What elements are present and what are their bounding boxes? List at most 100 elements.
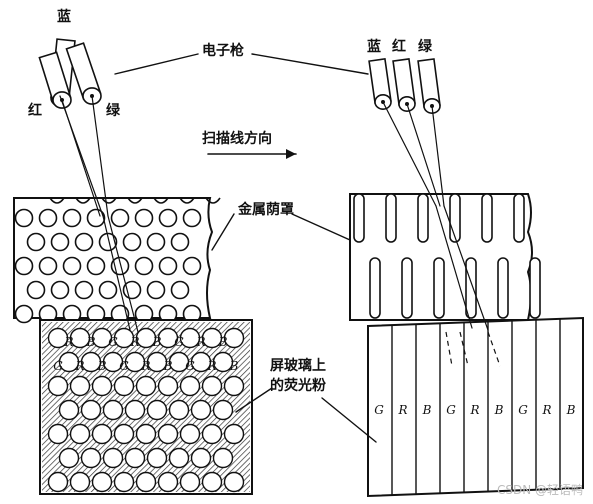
- phosphor-dot: [223, 471, 245, 493]
- phosphor-dot: [201, 471, 223, 493]
- mask-slot: [481, 193, 493, 243]
- leader-gun-right: [251, 53, 369, 75]
- beam-right-3: [431, 105, 445, 207]
- phosphor-dot: [58, 399, 80, 421]
- phosphor-dot: [80, 399, 102, 421]
- label-scan-direction: 扫描线方向: [202, 131, 272, 147]
- beam-right-5: [443, 205, 489, 331]
- phosphor-dot: [47, 375, 69, 397]
- dot-letter-G: G: [53, 359, 63, 373]
- phosphor-dot: [69, 471, 91, 493]
- phosphor-dot: [201, 375, 223, 397]
- leader-gun-left: [114, 53, 199, 75]
- label-green-left: 绿: [106, 103, 120, 119]
- label-blue-right: 蓝: [367, 39, 381, 55]
- mask-hole: [146, 280, 166, 300]
- mask-slot: [401, 257, 413, 319]
- mask-hole: [50, 232, 70, 252]
- dot-letter-R: R: [74, 359, 84, 373]
- mask-slot: [513, 193, 525, 243]
- mask-slot: [449, 193, 461, 243]
- mask-hole: [134, 256, 154, 276]
- phosphor-dot: [47, 423, 69, 445]
- leader-mask-right: [291, 213, 351, 241]
- mask-slot: [353, 193, 365, 243]
- label-phosphor-line2: 的荧光粉: [270, 378, 326, 394]
- mask-hole: [62, 208, 82, 228]
- phosphor-dot: [190, 351, 212, 373]
- phosphor-dot: [212, 351, 234, 373]
- mask-slot: [417, 193, 429, 243]
- phosphor-dot: [135, 423, 157, 445]
- mask-hole: [38, 208, 58, 228]
- phosphor-dot: [113, 375, 135, 397]
- mask-slot: [369, 257, 381, 319]
- phosphor-dot: [168, 351, 190, 373]
- phosphor-dot: [179, 375, 201, 397]
- shadow-mask-slots: [349, 193, 541, 321]
- phosphor-dot: [124, 399, 146, 421]
- mask-hole: [158, 208, 178, 228]
- dot-letter-R: R: [63, 335, 73, 349]
- stripe-letter-R: R: [469, 403, 479, 417]
- phosphor-dot: [146, 447, 168, 469]
- stripe-letter-B: B: [566, 403, 576, 417]
- phosphor-dot: [102, 399, 124, 421]
- dot-letter-G: G: [119, 359, 129, 373]
- phosphor-dot: [58, 351, 80, 373]
- mask-hole: [98, 232, 118, 252]
- dot-letter-B: B: [163, 359, 173, 373]
- phosphor-dot: [69, 375, 91, 397]
- gun-inline-2: [417, 58, 441, 115]
- mask-hole: [170, 280, 190, 300]
- phosphor-dot: [80, 447, 102, 469]
- dot-letter-B: B: [229, 359, 239, 373]
- phosphor-dot: [179, 423, 201, 445]
- dot-letter-R: R: [129, 335, 139, 349]
- stripe-letter-R: R: [541, 403, 551, 417]
- label-electron-gun: 电子枪: [202, 43, 244, 59]
- stripe-letter-G: G: [374, 403, 384, 417]
- phosphor-dot: [146, 399, 168, 421]
- mask-hole: [182, 256, 202, 276]
- phosphor-dot: [223, 327, 245, 349]
- label-green-right: 绿: [418, 39, 432, 55]
- phosphor-dot: [47, 471, 69, 493]
- label-red-right: 红: [392, 39, 406, 55]
- label-blue-left: 蓝: [57, 9, 71, 25]
- phosphor-dot: [201, 423, 223, 445]
- leader-phosphor-right: [321, 397, 377, 443]
- phosphor-dot: [113, 423, 135, 445]
- dot-letter-B: B: [97, 359, 107, 373]
- mask-hole: [62, 256, 82, 276]
- mask-hole: [14, 256, 34, 276]
- watermark: CSDN @轻语鸭: [496, 483, 583, 497]
- phosphor-dot: [91, 327, 113, 349]
- label-shadow-mask: 金属荫罩: [238, 202, 294, 218]
- mask-slot: [433, 257, 445, 319]
- mask-slot: [465, 257, 477, 319]
- phosphor-dot: [69, 327, 91, 349]
- stripe-letter-G: G: [518, 403, 528, 417]
- mask-hole: [50, 280, 70, 300]
- shadow-mask-round-holes: [13, 197, 221, 324]
- scan-arrow-head: [286, 149, 296, 159]
- dot-letter-B: B: [86, 335, 96, 349]
- dot-letter-B: B: [152, 335, 162, 349]
- mask-hole: [98, 280, 118, 300]
- leader-mask-left: [211, 213, 235, 251]
- phosphor-dot: [157, 423, 179, 445]
- phosphor-dot: [168, 399, 190, 421]
- mask-hole: [122, 232, 142, 252]
- mask-hole: [86, 208, 106, 228]
- phosphor-dot: [190, 447, 212, 469]
- phosphor-dot: [69, 423, 91, 445]
- phosphor-dot: [102, 351, 124, 373]
- stripe-letter-B: B: [494, 403, 504, 417]
- mask-slot: [497, 257, 509, 319]
- phosphor-dot: [157, 471, 179, 493]
